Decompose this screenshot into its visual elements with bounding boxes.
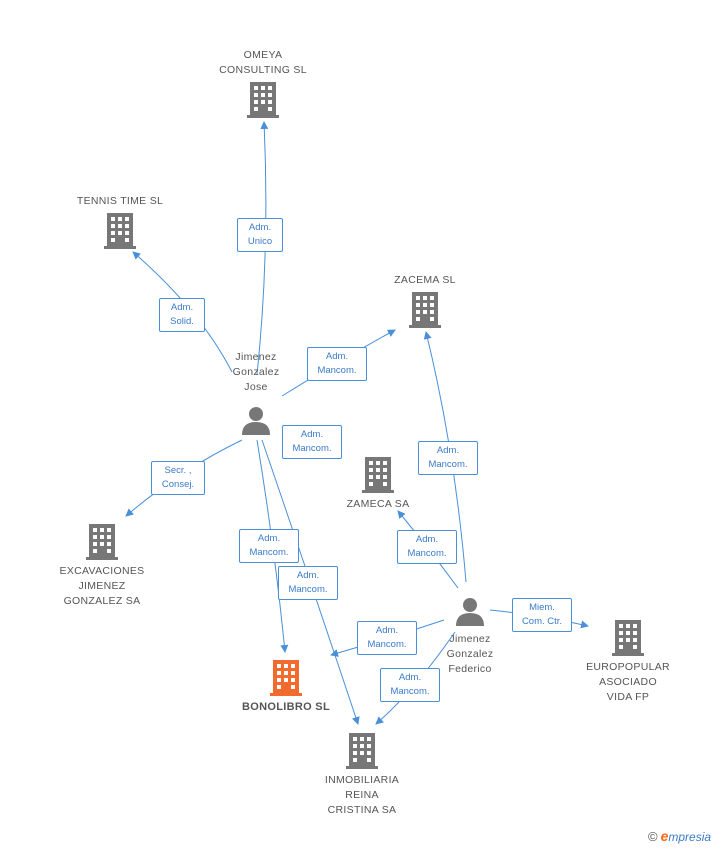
- node-tennis-label: TENNIS TIME SL: [76, 195, 164, 207]
- empresia-logo: © empresia: [648, 828, 711, 844]
- edge-label-adm-solid[interactable]: Adm. Solid.: [159, 298, 205, 332]
- node-omeya[interactable]: OMEYA CONSULTING SL: [198, 48, 328, 118]
- building-icon: [86, 524, 118, 560]
- building-icon: [346, 733, 378, 769]
- node-bonolibro-label: BONOLIBRO SL: [242, 701, 330, 713]
- person-icon: [242, 407, 270, 435]
- node-jose-label: Jimenez Gonzalez Jose: [232, 351, 280, 393]
- node-tennis[interactable]: TENNIS TIME SL: [60, 194, 180, 249]
- edge-label-jose-bonolibro[interactable]: Adm. Mancom.: [239, 529, 299, 563]
- node-federico[interactable]: Jimenez Gonzalez Federico: [420, 596, 520, 677]
- node-europopular[interactable]: EUROPOPULAR ASOCIADO VIDA FP: [568, 620, 688, 705]
- node-omeya-label: OMEYA CONSULTING SL: [219, 49, 307, 76]
- node-zameca-label: ZAMECA SA: [346, 498, 410, 510]
- person-icon: [456, 598, 484, 626]
- node-zacema[interactable]: ZACEMA SL: [362, 273, 488, 328]
- node-zameca[interactable]: ZAMECA SA: [318, 457, 438, 512]
- node-jose[interactable]: Jimenez Gonzalez Jose: [206, 350, 306, 435]
- node-excavaciones[interactable]: EXCAVACIONES JIMENEZ GONZALEZ SA: [40, 524, 164, 609]
- building-icon: [270, 660, 302, 696]
- node-bonolibro[interactable]: BONOLIBRO SL: [224, 660, 348, 715]
- node-federico-label: Jimenez Gonzalez Federico: [446, 633, 494, 675]
- brand-rest: mpresia: [668, 830, 712, 844]
- building-icon: [612, 620, 644, 656]
- edge-label-secr-consej[interactable]: Secr. , Consej.: [151, 461, 205, 495]
- building-icon: [104, 213, 136, 249]
- edge-label-jose-inmobiliaria[interactable]: Adm. Mancom.: [278, 566, 338, 600]
- edge-label-federico-bonolibro[interactable]: Adm. Mancom.: [357, 621, 417, 655]
- node-zacema-label: ZACEMA SL: [394, 274, 456, 286]
- building-icon: [247, 82, 279, 118]
- edge-label-federico-zameca[interactable]: Adm. Mancom.: [397, 530, 457, 564]
- edge-label-federico-inmobiliaria[interactable]: Adm. Mancom.: [380, 668, 440, 702]
- edge-label-federico-zacema[interactable]: Adm. Mancom.: [418, 441, 478, 475]
- node-excavaciones-label: EXCAVACIONES JIMENEZ GONZALEZ SA: [59, 565, 145, 607]
- edge-label-adm-unico[interactable]: Adm. Unico: [237, 218, 283, 252]
- building-icon: [409, 292, 441, 328]
- edge-label-jose-mancom[interactable]: Adm. Mancom.: [282, 425, 342, 459]
- copyright-icon: ©: [648, 828, 658, 844]
- edge-label-jose-zacema[interactable]: Adm. Mancom.: [307, 347, 367, 381]
- brand-e: e: [660, 828, 669, 844]
- building-icon: [362, 457, 394, 493]
- edge-label-miem-com-ctr[interactable]: Miem. Com. Ctr.: [512, 598, 572, 632]
- node-inmobiliaria[interactable]: INMOBILIARIA REINA CRISTINA SA: [302, 733, 422, 818]
- node-europopular-label: EUROPOPULAR ASOCIADO VIDA FP: [586, 661, 670, 703]
- node-inmobiliaria-label: INMOBILIARIA REINA CRISTINA SA: [324, 774, 400, 816]
